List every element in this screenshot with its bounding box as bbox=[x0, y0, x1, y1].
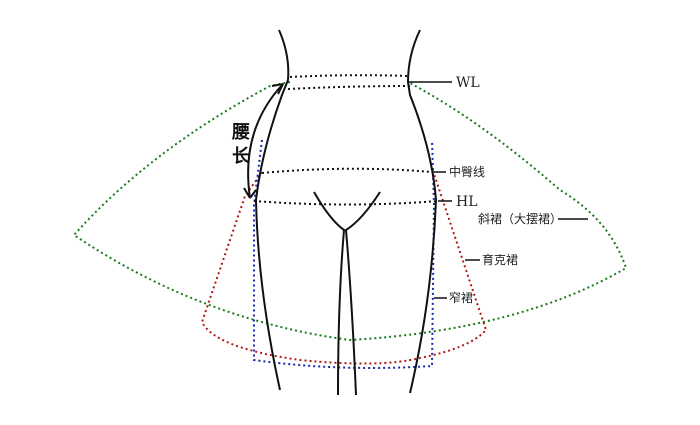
narrow-skirt-outline bbox=[253, 139, 436, 369]
mid-hip-line bbox=[261, 167, 433, 174]
flared-skirt-label: 斜裙（大摆裙） bbox=[478, 212, 562, 226]
flared-skirt-outline bbox=[72, 81, 628, 342]
narrow-skirt-label: 窄裙 bbox=[449, 290, 473, 305]
yoke-skirt-outline bbox=[200, 167, 488, 365]
wl-label: WL bbox=[456, 75, 480, 91]
waist-length-arrow bbox=[247, 83, 284, 199]
hl-label: HL bbox=[456, 194, 478, 210]
waist-line-lower bbox=[287, 85, 411, 90]
waist-line-upper bbox=[289, 74, 409, 78]
hip-line bbox=[253, 200, 439, 206]
body-outline bbox=[254, 29, 438, 396]
waist-length-label-1: 腰 bbox=[231, 122, 250, 143]
arrow-head-bottom bbox=[243, 187, 257, 199]
waist-length-label-2: 长 bbox=[232, 146, 251, 167]
yoke-skirt-label: 育克裙 bbox=[482, 252, 518, 267]
hip-mid-label: 中臀线 bbox=[449, 164, 485, 179]
arrow-head-top bbox=[271, 83, 284, 95]
